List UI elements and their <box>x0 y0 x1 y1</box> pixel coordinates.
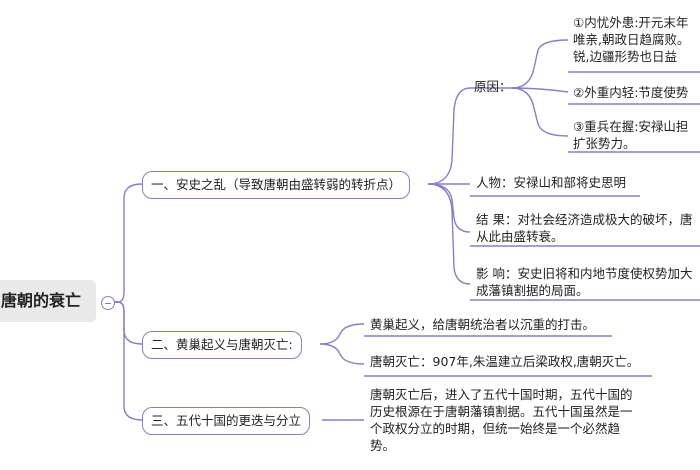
node-tang-fall[interactable]: 唐朝灭亡：907年,朱温建立后梁政权,唐朝灭亡。 <box>370 354 640 369</box>
root-node[interactable]: 唐朝的衰亡 <box>0 280 96 322</box>
collapse-toggle[interactable] <box>101 296 115 310</box>
node-five-dynasties-line4: 势。 <box>370 438 396 453</box>
node-impact-line1: 影 响：安史旧将和内地节度使权势加大 <box>476 266 693 281</box>
node-cause-item1-line2: 唯亲,朝政日趋腐败。 <box>573 32 690 47</box>
node-five-dynasties-line1: 唐朝灭亡后，进入了五代十国时期，五代十国的 <box>370 387 633 402</box>
node-cause[interactable]: 原因： <box>474 79 512 94</box>
connector-cause-item3 <box>511 87 569 137</box>
connector-b1-cause <box>427 87 471 185</box>
branch-anshi-rebellion[interactable]: 一、安史之乱（导致唐朝由盛转弱的转折点） <box>142 171 411 199</box>
node-cause-item1-line1: ①内忧外患:开元末年 <box>573 15 689 30</box>
connector-cause-item1 <box>511 39 569 89</box>
node-cause-item3-line1: ③重兵在握:安禄山担 <box>573 119 689 134</box>
node-impact-line2: 成藩镇割据的局面。 <box>476 283 589 298</box>
node-five-dynasties-line2: 历史根源在于唐朝藩镇割据。五代十国虽然是一 <box>370 404 633 419</box>
node-cause-item1-line3: 锐,边疆形势也日益 <box>573 49 677 64</box>
node-cause-item2[interactable]: ②外重内轻:节度使势 <box>573 85 689 100</box>
branch-huangchao-uprising[interactable]: 二、黄巢起义与唐朝灭亡: <box>142 331 302 359</box>
connector-b2-huangchao <box>319 323 365 345</box>
node-cause-item3[interactable]: ③重兵在握:安禄山担 扩张势力。 <box>573 118 688 152</box>
node-cause-item1[interactable]: ①内忧外患:开元末年 唯亲,朝政日趋腐败。 锐,边疆形势也日益 <box>573 14 689 65</box>
node-result-line1: 结 果：对社会经济造成极大的破坏，唐 <box>476 212 693 227</box>
node-five-dynasties-line3: 个政权分立的时期，但统一始终是一个必然趋 <box>370 421 621 436</box>
node-person[interactable]: 人物：安禄山和部将史思明 <box>476 175 627 190</box>
node-result[interactable]: 结 果：对社会经济造成极大的破坏，唐 从此由盛转衰。 <box>476 211 692 245</box>
connector-b2-fall <box>319 343 365 365</box>
connector-root-branch2 <box>113 301 143 345</box>
branch-five-dynasties[interactable]: 三、五代十国的更迭与分立 <box>142 407 311 435</box>
node-impact[interactable]: 影 响：安史旧将和内地节度使权势加大 成藩镇割据的局面。 <box>476 265 692 299</box>
connector-b1-impact <box>427 183 471 285</box>
node-cause-item3-line2: 扩张势力。 <box>573 136 636 151</box>
connector-b1-result <box>427 183 471 233</box>
node-result-line2: 从此由盛转衰。 <box>476 229 564 244</box>
node-five-dynasties-text[interactable]: 唐朝灭亡后，进入了五代十国时期，五代十国的 历史根源在于唐朝藩镇割据。五代十国虽… <box>370 386 633 454</box>
connector-root-branch3 <box>113 301 143 421</box>
node-huangchao[interactable]: 黄巢起义，给唐朝统治者以沉重的打击。 <box>370 317 596 332</box>
connector-root-branch1 <box>113 183 143 303</box>
